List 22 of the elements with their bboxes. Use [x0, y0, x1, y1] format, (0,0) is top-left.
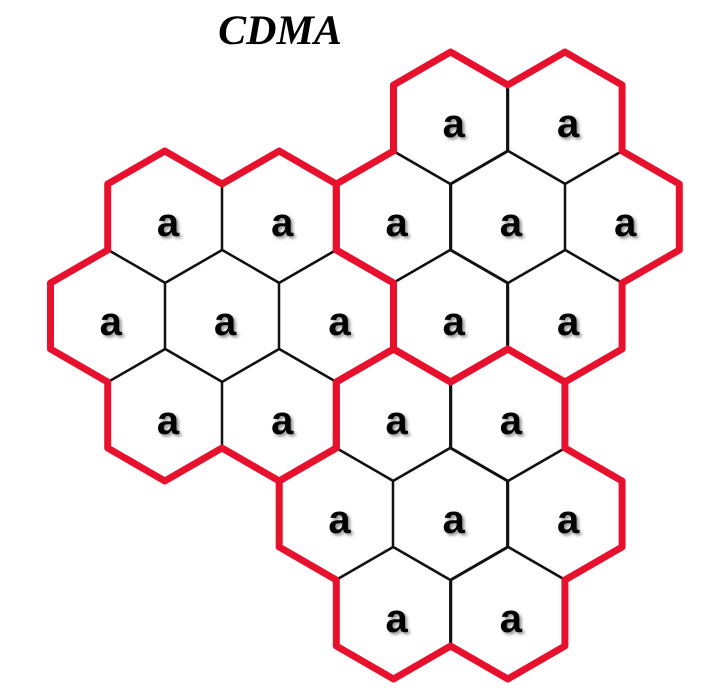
cell-label: a: [214, 302, 236, 342]
cell-label: a: [556, 500, 580, 540]
cell-label: a: [156, 203, 180, 243]
cell-label: a: [442, 500, 465, 540]
cell-label: a: [500, 203, 522, 243]
cell-label: a: [271, 401, 294, 441]
diagram-title: CDMA: [217, 8, 343, 54]
cell-label: a: [100, 302, 122, 342]
cell-label: a: [271, 203, 294, 243]
cell-label: a: [328, 500, 351, 540]
cell-label: a: [556, 104, 580, 144]
cell-label: a: [556, 302, 580, 342]
cell-label: a: [385, 401, 408, 441]
cell-label: a: [442, 302, 465, 342]
cell-label: a: [385, 203, 408, 243]
cell-label: a: [500, 401, 522, 441]
cell-label: a: [500, 599, 522, 639]
cell-label: a: [385, 599, 408, 639]
cell-label: a: [156, 401, 180, 441]
cell-label: a: [614, 203, 636, 243]
cell-label: a: [328, 302, 351, 342]
cell-label: a: [442, 104, 465, 144]
